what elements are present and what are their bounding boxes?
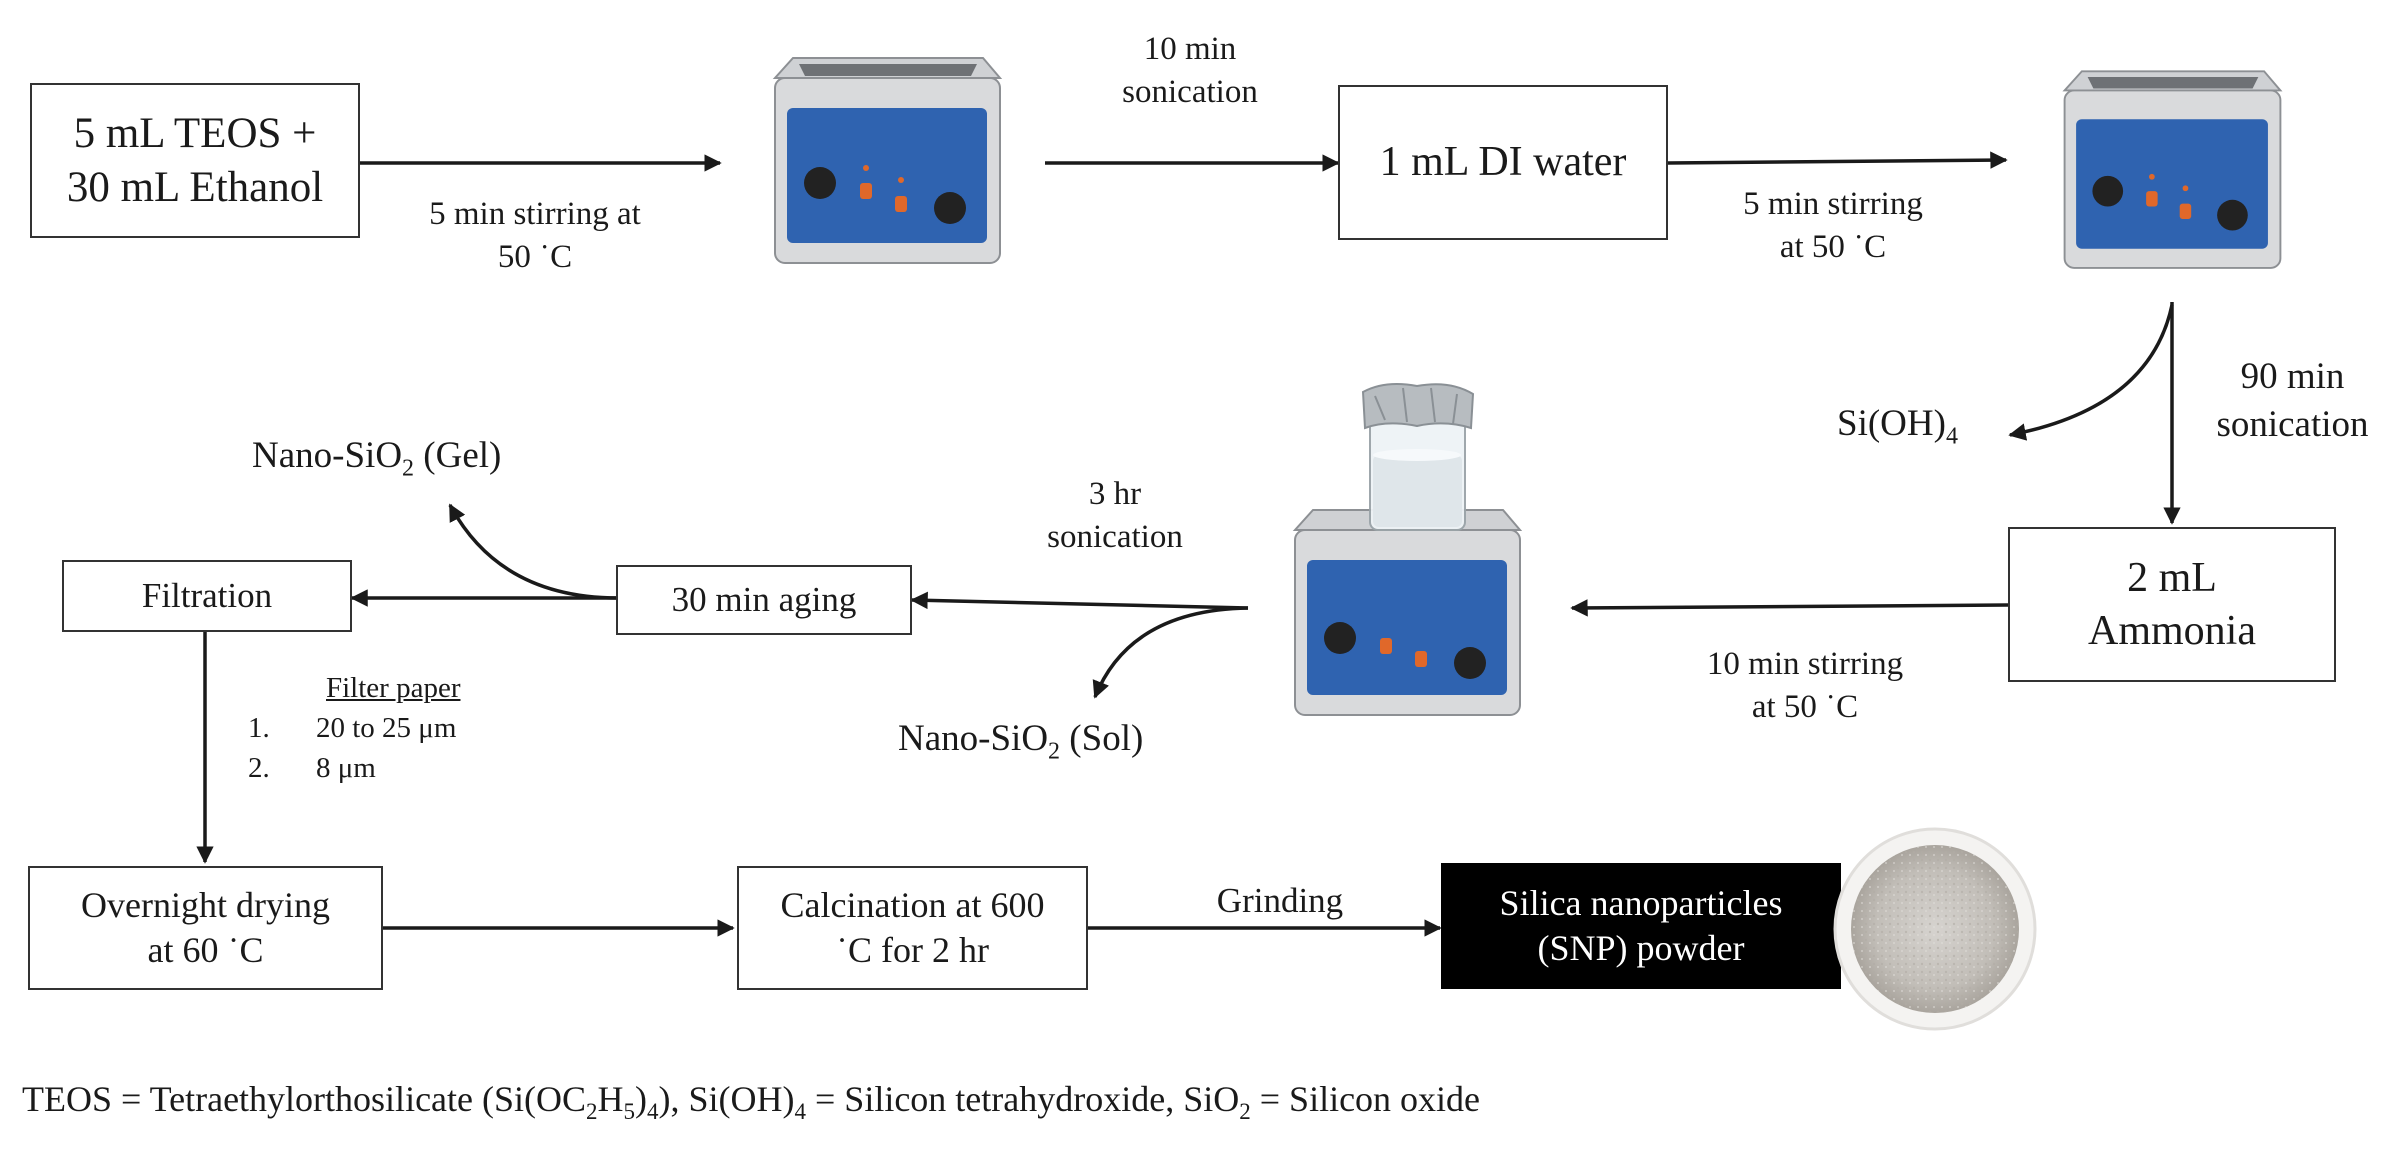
filter-paper-item: 1.20 to 25 μm [248, 712, 457, 745]
ultrasonic-bath-1-icon [772, 57, 1003, 264]
arrow-to-sioh4 [2008, 304, 2174, 441]
ultrasonic-bath-2-icon [2062, 70, 2283, 269]
label-grinding: Grinding [1216, 881, 1344, 920]
filtration-box: Filtration [62, 560, 352, 632]
arrow-bath3-to-aging [910, 591, 1249, 610]
label-nano-sio2-sol: Nano-SiO2 (Sol) [898, 718, 1144, 765]
teos-ethanol-box: 5 mL TEOS +30 mL Ethanol [30, 83, 360, 238]
di-water-box: 1 mL DI water [1338, 85, 1668, 240]
calcination-box: Calcination at 600˙C for 2 hr [737, 866, 1088, 990]
arrow-to-gel [448, 503, 619, 600]
snp-powder-box: Silica nanoparticles(SNP) powder [1441, 863, 1841, 989]
filter-paper-title: Filter paper [326, 672, 461, 704]
arrow-water-to-bath2 [1667, 151, 2008, 169]
label-sioh4: Si(OH)4 [1837, 403, 1958, 450]
arrow-to-sol [1092, 606, 1249, 699]
filter-paper-note: Filter paper 1.20 to 25 μm 2.8 μm [248, 668, 460, 788]
filter-paper-item: 2.8 μm [248, 752, 376, 785]
aging-box: 30 min aging [616, 565, 912, 635]
arrow-ammonia-to-bath3 [1570, 599, 2009, 617]
silica-powder-image [1833, 827, 2037, 1031]
abbreviation-legend: TEOS = Tetraethylorthosilicate (Si(OC2H5… [22, 1079, 1481, 1125]
ultrasonic-bath-beaker-icon [1292, 383, 1523, 716]
label-nano-sio2-gel: Nano-SiO2 (Gel) [252, 435, 502, 482]
